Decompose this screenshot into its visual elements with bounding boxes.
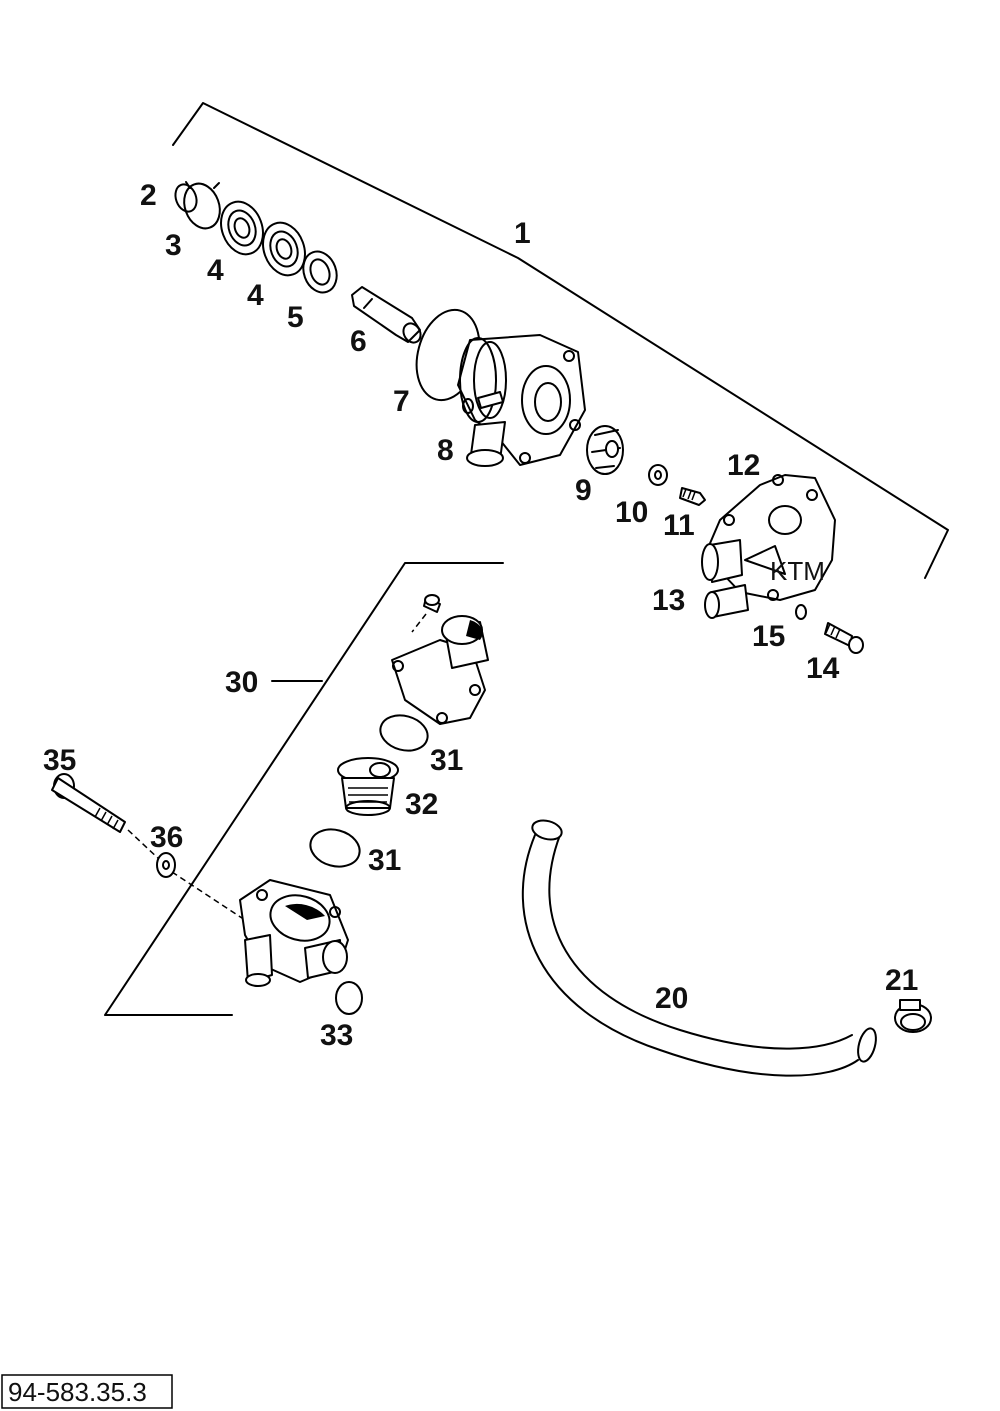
label-1: 1 xyxy=(514,217,531,250)
label-32: 32 xyxy=(405,788,438,821)
label-31b: 31 xyxy=(368,844,401,877)
retaining-ring-part xyxy=(183,181,221,230)
label-13: 13 xyxy=(652,584,685,617)
circlip-part xyxy=(174,183,198,213)
label-6: 6 xyxy=(350,325,367,358)
label-21: 21 xyxy=(885,964,918,997)
o-ring-part-31a xyxy=(379,714,429,752)
label-2: 2 xyxy=(140,179,157,212)
label-7: 7 xyxy=(393,385,410,418)
drawing-number-box: 94-583.35.3 xyxy=(1,1374,173,1409)
long-bolt-part xyxy=(51,773,246,921)
label-4b: 4 xyxy=(247,279,264,312)
bracket-group-1 xyxy=(172,102,949,579)
pump-housing-part xyxy=(457,334,586,467)
label-3: 3 xyxy=(165,229,182,262)
thermostat-part xyxy=(337,757,399,816)
label-14: 14 xyxy=(806,652,840,685)
washer-part xyxy=(648,464,668,486)
label-9: 9 xyxy=(575,474,592,507)
coolant-hose-part xyxy=(521,819,877,1077)
label-20: 20 xyxy=(655,982,688,1015)
label-5: 5 xyxy=(287,301,304,334)
svg-text:KTM: KTM xyxy=(770,556,825,586)
drawing-number: 94-583.35.3 xyxy=(8,1377,147,1407)
ball-bearing-part-b xyxy=(262,221,306,277)
label-11: 11 xyxy=(663,509,695,542)
hose-clamp-part xyxy=(894,999,932,1033)
washer-part-36 xyxy=(156,852,176,878)
label-8: 8 xyxy=(437,434,454,467)
o-ring-part-33 xyxy=(335,981,363,1015)
bracket-group-30 xyxy=(104,562,504,1016)
label-12: 12 xyxy=(727,449,760,482)
reference-labels: 1 2 3 4 4 5 6 7 8 9 10 11 12 13 14 15 20… xyxy=(43,179,918,1052)
shaft-seal-part xyxy=(302,250,338,294)
label-35: 35 xyxy=(43,744,76,777)
label-31a: 31 xyxy=(430,744,463,777)
pump-cover-part: KTM xyxy=(701,474,836,619)
ball-bearing-part-a xyxy=(220,200,264,256)
impeller-part xyxy=(586,425,624,475)
label-33: 33 xyxy=(320,1019,353,1052)
thermostat-cover-part xyxy=(391,594,489,725)
pump-shaft-part xyxy=(351,286,422,344)
label-15: 15 xyxy=(752,620,785,653)
label-10: 10 xyxy=(615,496,648,529)
label-36: 36 xyxy=(150,821,183,854)
label-4a: 4 xyxy=(207,254,224,287)
o-ring-part-31b xyxy=(309,828,361,868)
screw-part-11 xyxy=(679,487,706,506)
thermostat-housing-part xyxy=(239,879,349,987)
small-o-ring-part xyxy=(795,604,807,620)
screw-part-14 xyxy=(824,622,864,654)
label-30: 30 xyxy=(225,666,258,699)
